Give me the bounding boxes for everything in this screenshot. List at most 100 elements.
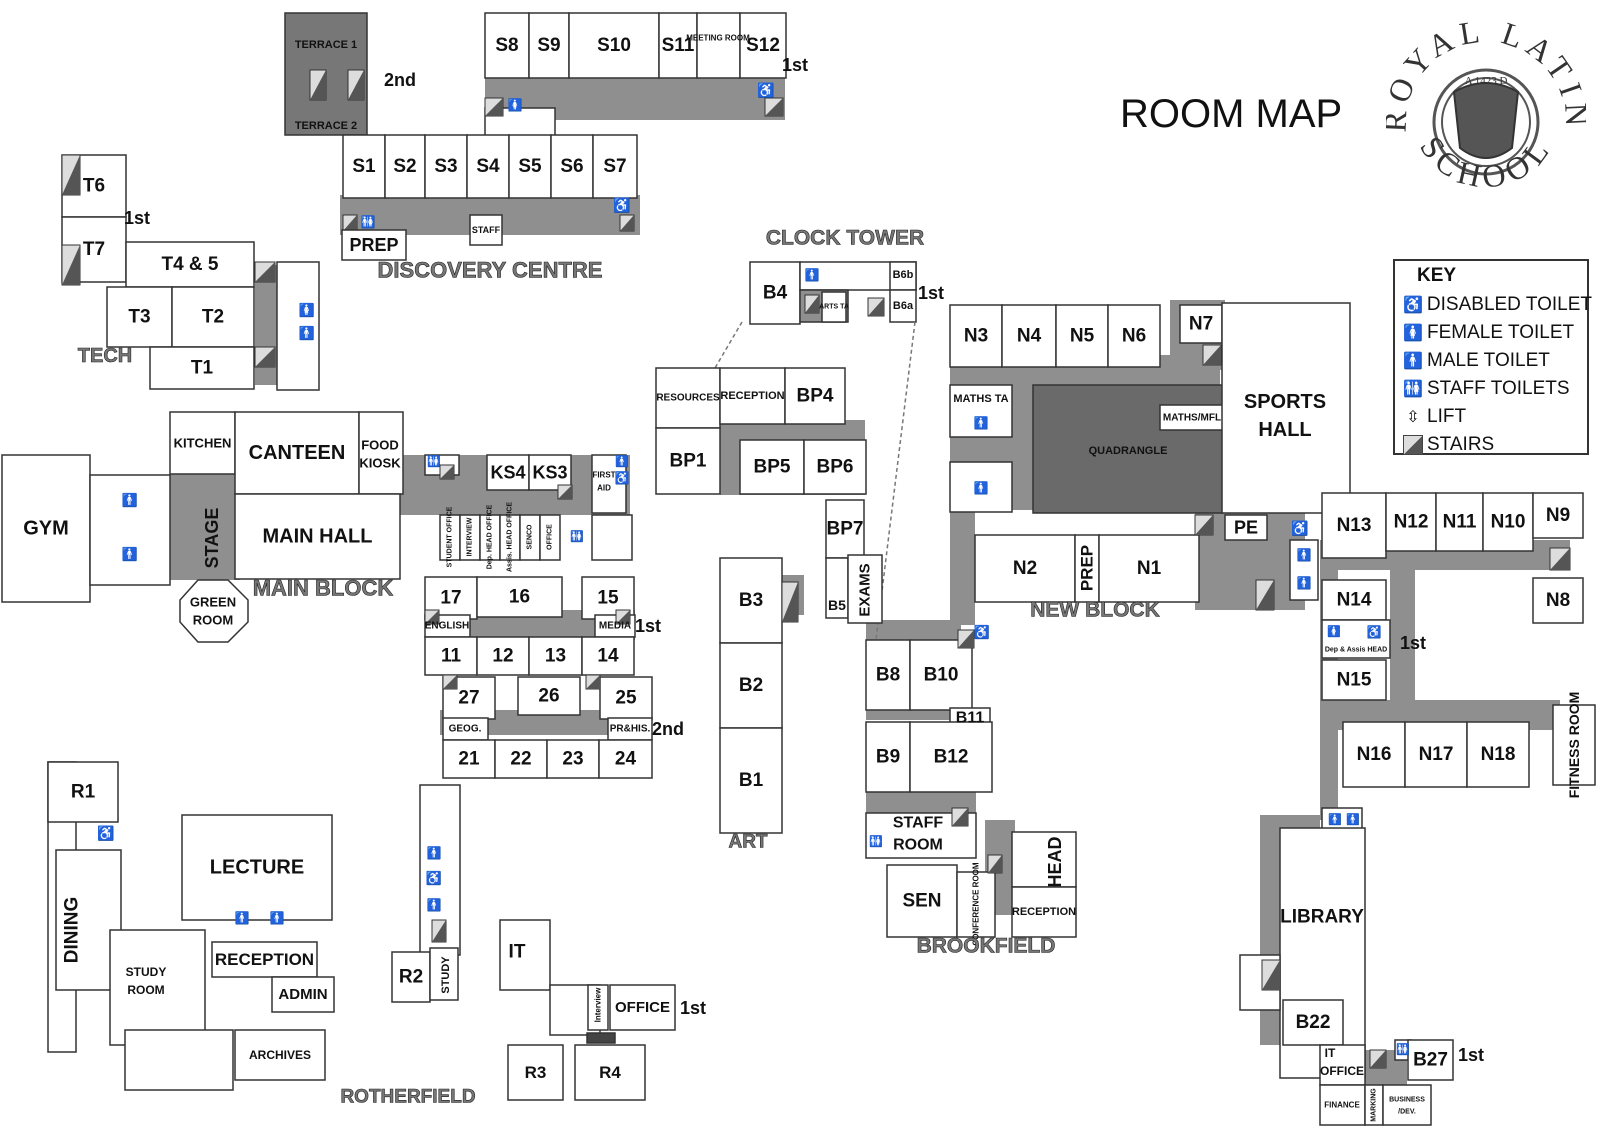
stairs-icon [347, 69, 365, 101]
floor-1st-label: 1st [124, 208, 150, 228]
room-label: S10 [597, 35, 631, 56]
room [1, 454, 91, 603]
male-toilet-icon: 🚹 [122, 547, 138, 562]
staff-room-label: STAFF [893, 815, 944, 832]
study-room-label: STUDY [126, 965, 167, 979]
room-label: T3 [128, 307, 150, 328]
stage-label: STAGE [202, 508, 222, 569]
stairs-icon [309, 69, 327, 101]
room [424, 134, 468, 199]
room [1011, 886, 1077, 938]
female-toilet-icon: 🚺 [1403, 325, 1423, 342]
staff-label: STAFF [472, 225, 501, 235]
page-title: ROOM MAP [1120, 92, 1343, 136]
block-label-new-block: NEW BLOCK [1030, 599, 1160, 622]
room-label: N7 [1189, 314, 1213, 335]
room [234, 1029, 326, 1081]
sports-hall-label: SPORTS [1244, 391, 1326, 413]
room-label: ADMIN [278, 986, 327, 1003]
it-office-label: OFFICE [1320, 1064, 1364, 1078]
room [508, 134, 552, 199]
male-toilet-icon: 🚹 [122, 493, 138, 508]
block-label-clock-tower: CLOCK TOWER [766, 227, 924, 250]
female-toilet-icon: 🚺 [1327, 625, 1341, 638]
room [1224, 514, 1268, 541]
stairs-icon [1261, 959, 1281, 991]
bridge-line [714, 321, 743, 369]
room-label: 15 [597, 588, 619, 609]
key-item-label: STAIRS [1427, 434, 1495, 455]
room-label: N14 [1337, 590, 1372, 611]
room [1407, 1039, 1454, 1081]
room [655, 367, 721, 429]
room [1382, 1084, 1432, 1126]
stairs-icon [484, 97, 504, 117]
room-label: N10 [1491, 512, 1526, 533]
room [1435, 492, 1484, 552]
room [528, 454, 572, 491]
room [1319, 1044, 1366, 1086]
room-label: N11 [1443, 512, 1477, 533]
room [1321, 659, 1387, 701]
room [581, 636, 635, 676]
room-label: B12 [934, 747, 969, 768]
room [1552, 704, 1596, 786]
it-office-label: IT [1325, 1046, 1336, 1060]
room [609, 984, 676, 1031]
stairs-icon [254, 346, 276, 368]
stairs-icon [619, 214, 635, 232]
room-label: 25 [615, 688, 637, 709]
room [528, 636, 583, 676]
room [546, 739, 600, 779]
room [276, 261, 320, 391]
office-label: STUDENT OFFICE [447, 506, 454, 567]
floor-1st-label: 1st [918, 283, 944, 303]
disabled-toilet-icon: ♿ [613, 197, 630, 214]
room [592, 134, 638, 199]
rooms [1, 12, 1596, 1126]
room [1319, 1084, 1366, 1126]
room [1221, 302, 1351, 514]
media-label: MEDIA [599, 621, 631, 632]
room-label: T1 [191, 358, 214, 379]
room-label: B3 [739, 590, 763, 611]
room [847, 554, 883, 624]
room [1107, 304, 1161, 368]
room [234, 411, 360, 495]
room-label: B9 [876, 747, 900, 768]
room-label: PE [1234, 518, 1258, 538]
male-toilet-icon: 🚹 [427, 846, 442, 860]
room [889, 261, 917, 291]
disabled-toilet-icon: ♿ [1403, 297, 1423, 314]
room-label: 24 [615, 749, 637, 770]
room-label: N13 [1337, 515, 1372, 536]
stairs-icon [61, 244, 81, 286]
room [784, 367, 846, 425]
b5-label: B5 [828, 597, 846, 613]
room [949, 384, 1013, 438]
floor-1st-label: 1st [680, 998, 706, 1018]
room [909, 639, 973, 711]
block-label-discovery-centre: DISCOVERY CENTRE [378, 258, 603, 283]
office-label: INTERVIEW [467, 517, 474, 556]
room-label: GYM [23, 518, 69, 540]
room [89, 474, 171, 586]
marking-label: MARKING [1371, 1088, 1378, 1122]
room-label: PREP [349, 235, 398, 255]
room-label: KS3 [532, 463, 567, 483]
room [598, 739, 653, 779]
room-label: S12 [746, 35, 780, 56]
svg-text:A 1423 D: A 1423 D [1465, 75, 1508, 87]
green-room [179, 579, 249, 643]
room [1321, 619, 1391, 659]
room [419, 784, 461, 956]
male-toilet-icon: 🚹 [1297, 576, 1312, 590]
room [865, 639, 911, 711]
stairs-icon [957, 629, 975, 649]
key-item-label: LIFT [1427, 406, 1467, 427]
office-label: SENCO [527, 524, 534, 549]
room [739, 439, 805, 495]
